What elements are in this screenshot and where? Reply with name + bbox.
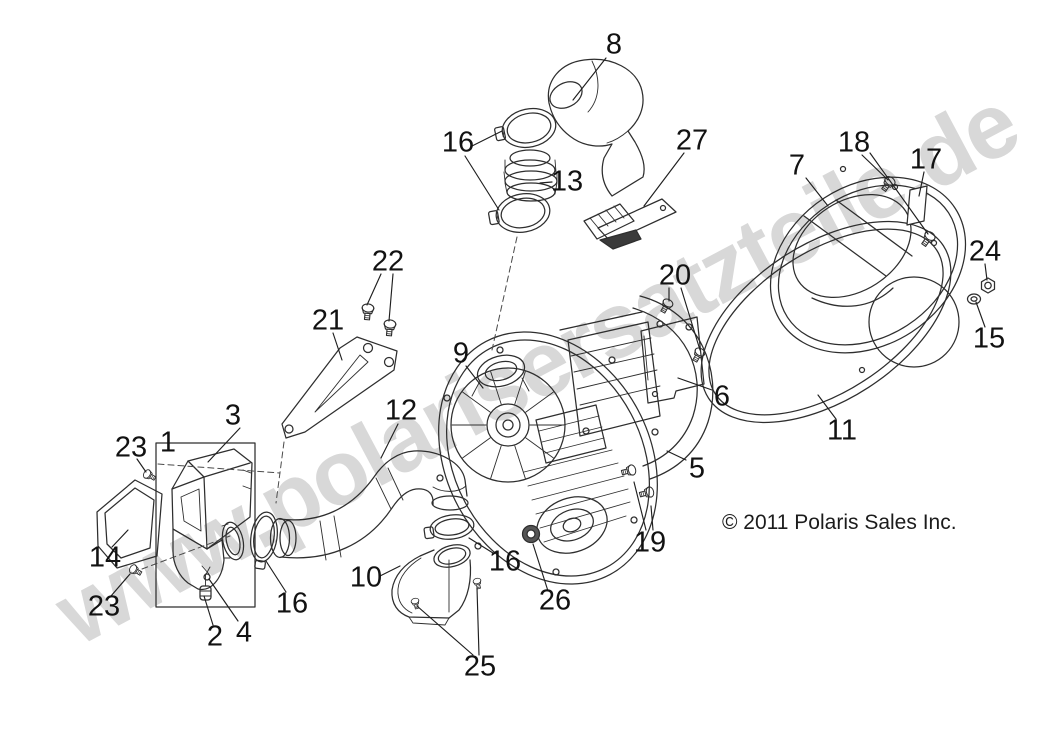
part-screws-25	[410, 577, 484, 610]
part-outlet-hose-12	[269, 450, 469, 561]
part-lower-duct-10	[391, 544, 472, 626]
callout-16: 16	[488, 545, 522, 578]
callout-14: 14	[88, 541, 122, 574]
callout-23: 23	[114, 431, 148, 464]
part-airbox-cover-3	[171, 448, 253, 550]
part-air-intake-duct-8	[547, 58, 645, 197]
callout-2: 2	[206, 620, 224, 653]
callout-16: 16	[275, 587, 309, 620]
callout-17: 17	[909, 143, 943, 176]
callout-16: 16	[441, 126, 475, 159]
part-inner-clutch-cover	[436, 331, 659, 585]
callout-11: 11	[826, 414, 858, 447]
callout-13: 13	[550, 165, 584, 198]
callout-5: 5	[688, 452, 706, 485]
callout-24: 24	[968, 235, 1002, 268]
part-screws-23	[127, 468, 158, 578]
callout-26: 26	[538, 584, 572, 617]
part-clamps-upper-16	[485, 103, 560, 239]
part-bolts-22	[360, 302, 397, 337]
callout-22: 22	[371, 245, 405, 278]
callout-21: 21	[311, 304, 345, 337]
callout-19: 19	[633, 526, 667, 559]
callout-1: 1	[159, 426, 177, 459]
callout-6: 6	[713, 380, 731, 413]
callout-18: 18	[837, 126, 871, 159]
callout-20: 20	[658, 259, 692, 292]
part-bracket-plate-6	[640, 316, 705, 404]
part-outer-clutch-cover-7	[769, 165, 967, 374]
callout-leader-lines	[110, 57, 988, 656]
part-duct-boss-9	[471, 354, 530, 397]
assembly-axis-lines	[141, 236, 518, 570]
callout-12: 12	[384, 394, 418, 427]
callout-27: 27	[675, 124, 709, 157]
callout-25: 25	[463, 650, 497, 683]
part-drive-belt-11	[700, 220, 952, 424]
part-grommet-26	[521, 524, 541, 544]
part-airbox-boundary-1	[155, 442, 256, 608]
part-washer-15	[966, 293, 982, 305]
part-mount-bracket-27	[583, 198, 677, 250]
callout-3: 3	[224, 399, 242, 432]
part-airbox-body	[172, 521, 245, 591]
callout-4: 4	[235, 616, 253, 649]
callout-10: 10	[349, 561, 383, 594]
callout-8: 8	[605, 28, 623, 61]
part-clamp-left-16	[250, 511, 278, 570]
callout-9: 9	[452, 337, 470, 370]
part-clamp-mid-16	[423, 514, 475, 540]
part-seal-14	[96, 479, 163, 569]
part-intake-bellows-13	[503, 149, 558, 202]
part-support-bracket-21	[281, 336, 398, 439]
part-flange-nut-24	[980, 277, 996, 294]
copyright-text: © 2011 Polaris Sales Inc.	[722, 511, 957, 534]
callout-23: 23	[87, 590, 121, 623]
callout-7: 7	[788, 149, 806, 182]
callout-15: 15	[972, 322, 1006, 355]
part-drain-valve-4	[201, 565, 211, 581]
part-screws-20	[657, 296, 707, 365]
